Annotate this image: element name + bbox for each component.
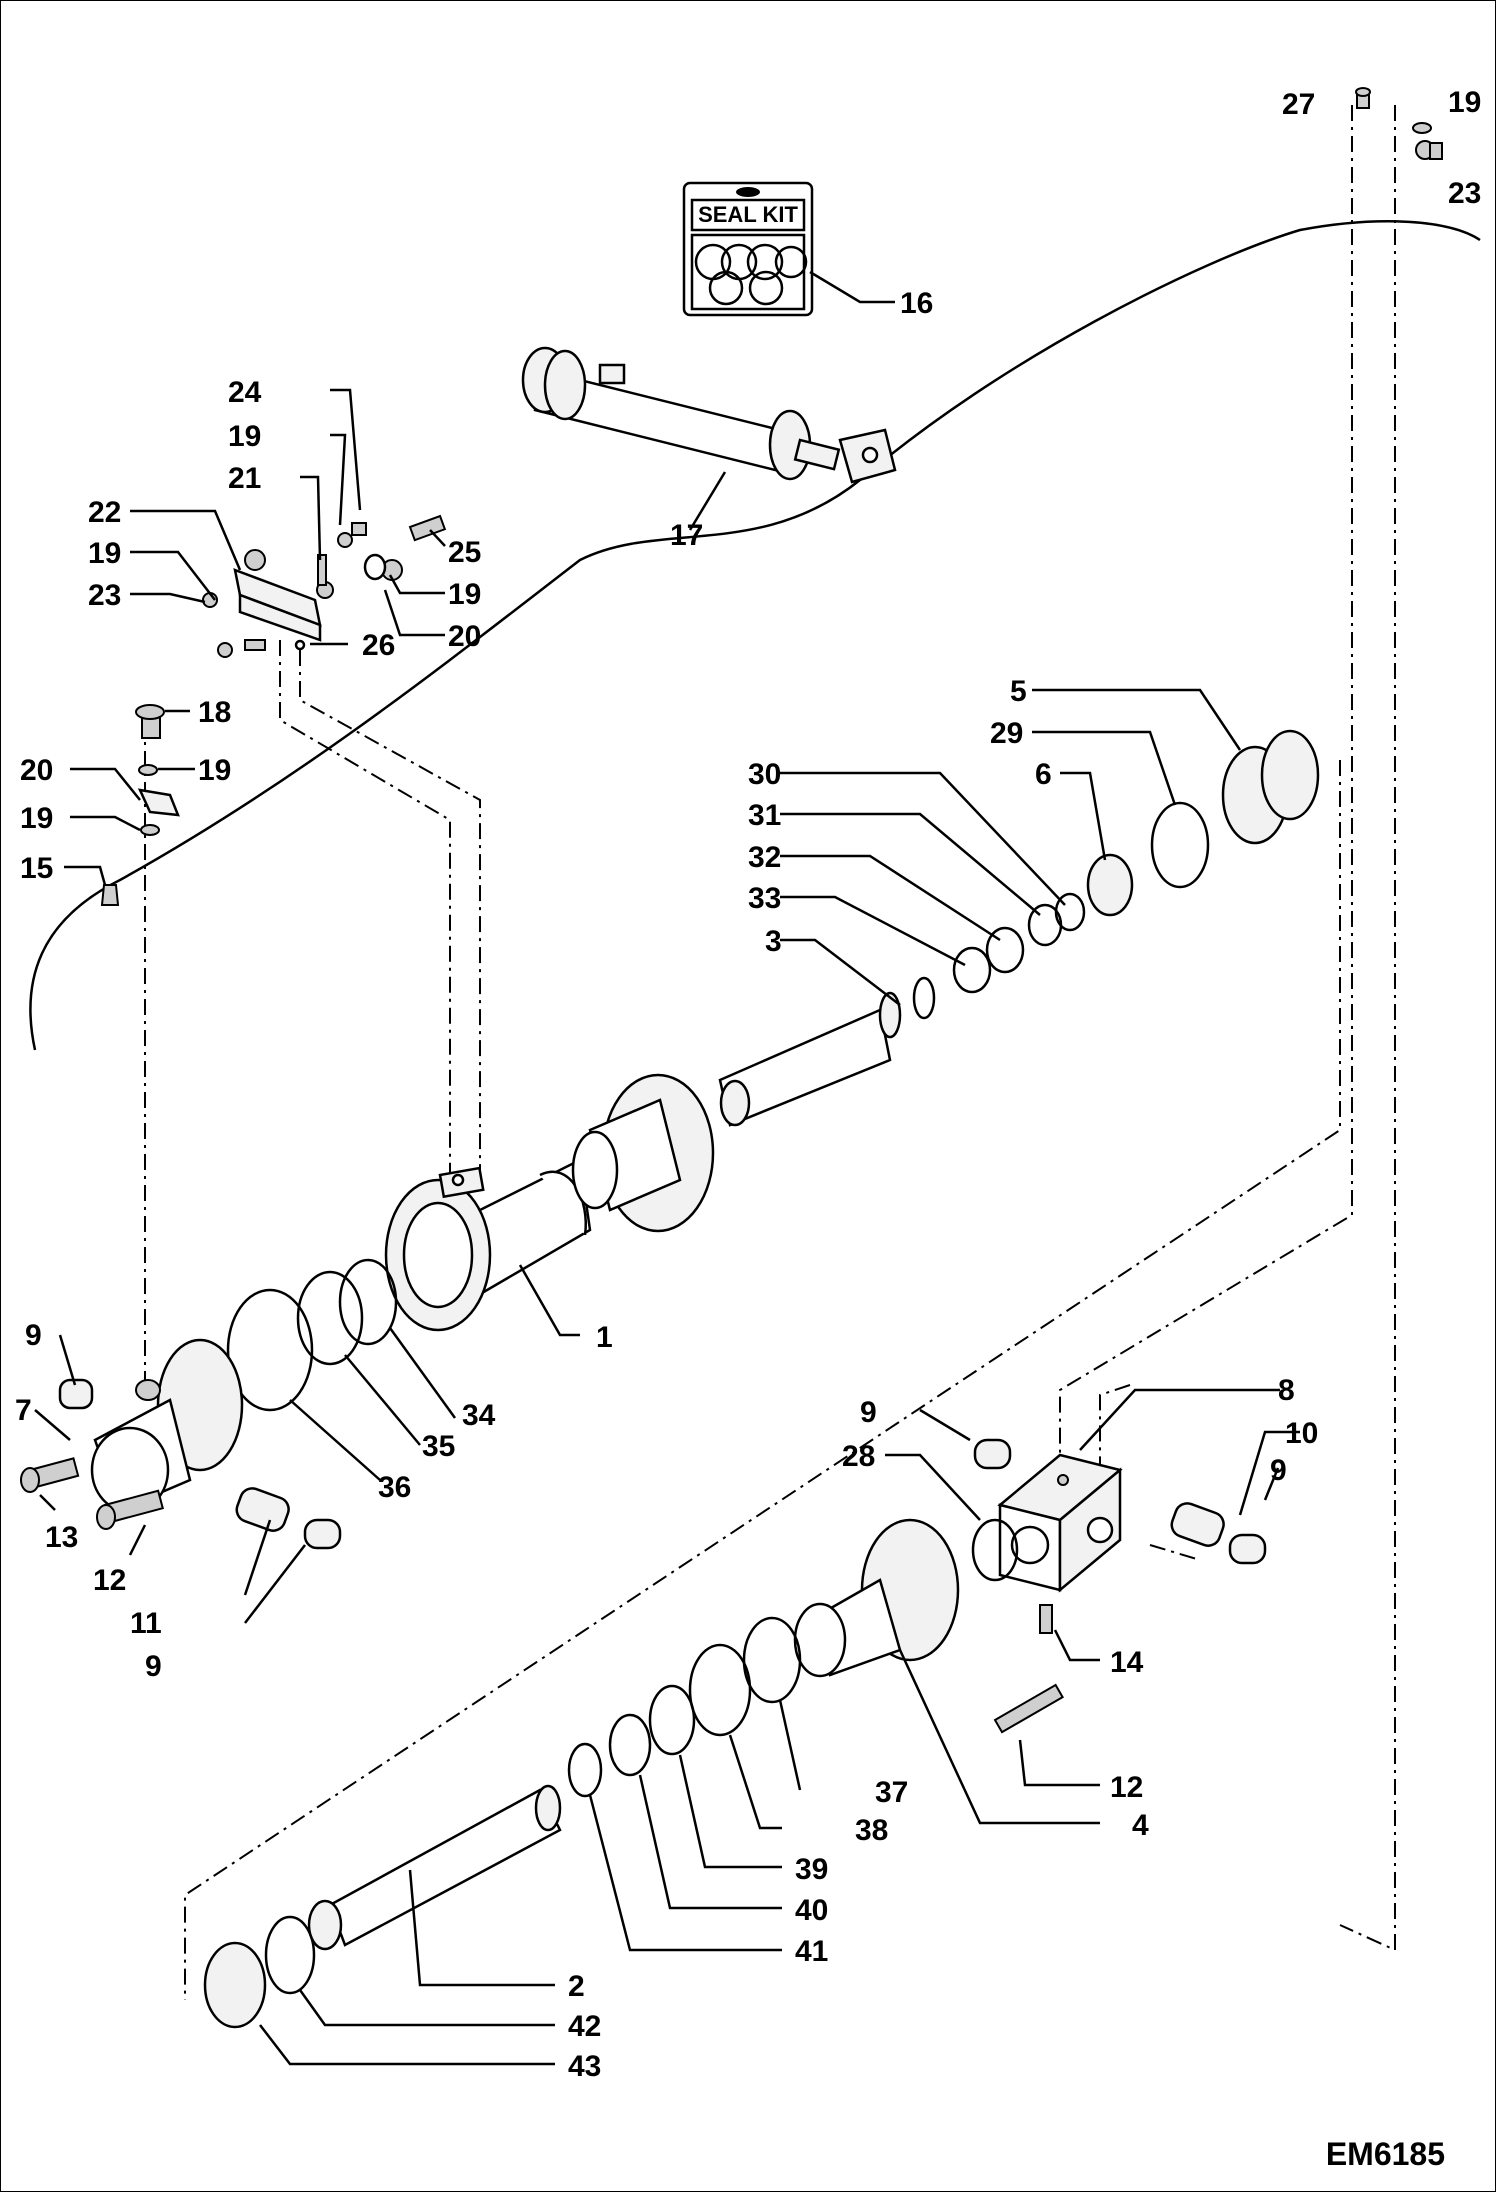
callout-8: 8 [1278,1374,1295,1407]
callout-19-a: 19 [228,420,261,453]
callout-23-b: 23 [1448,177,1481,210]
callout-9-b: 9 [145,1650,162,1683]
callout-19-b: 19 [88,537,121,570]
upper-rod [571,729,1320,1233]
callout-4: 4 [1132,1809,1149,1842]
callout-31: 31 [748,799,781,832]
callout-14: 14 [1110,1646,1144,1679]
callout-6: 6 [1035,758,1052,791]
callout-12-a: 12 [93,1564,126,1597]
callout-19-d: 19 [198,754,231,787]
callout-9-c: 9 [1270,1454,1287,1487]
callout-32: 32 [748,841,781,874]
seal-kit-box: SEAL KIT [682,181,814,317]
callout-24: 24 [228,376,262,409]
callout-9-a: 9 [25,1319,42,1352]
callout-36: 36 [378,1471,411,1504]
callout-37: 37 [875,1776,908,1809]
callout-5: 5 [1010,675,1027,708]
callout-29: 29 [990,717,1023,750]
callout-20-a: 20 [448,620,481,653]
leader-lines [34,270,1300,2066]
callout-28: 28 [842,1440,875,1473]
callout-22: 22 [88,496,121,529]
callout-26: 26 [362,629,395,662]
callout-13: 13 [45,1521,78,1554]
callout-42: 42 [568,2010,601,2043]
callout-25: 25 [448,536,481,569]
hose-line [29,220,1481,1051]
callout-41: 41 [795,1935,828,1968]
callout-12-b: 12 [1110,1771,1143,1804]
callout-30: 30 [748,758,781,791]
callout-2: 2 [568,1970,585,2003]
callout-15: 15 [20,852,53,885]
callout-20-b: 20 [20,754,53,787]
drawing-code: EM6185 [1326,2136,1445,2172]
callout-17: 17 [670,519,703,552]
trunnion-block [971,1438,1267,1734]
manifold-block [202,514,447,658]
callout-35: 35 [422,1430,455,1463]
callout-16: 16 [900,287,933,320]
callout-27: 27 [1282,88,1315,121]
callout-43: 43 [568,2050,601,2083]
callout-7: 7 [15,1394,32,1427]
callout-19-f: 19 [1448,86,1481,119]
callout-10: 10 [1285,1417,1318,1450]
callout-labels: 24 19 21 22 19 23 25 19 20 26 17 16 18 1… [15,86,1481,2083]
callout-19-c: 19 [448,578,481,611]
seal-kit-label: SEAL KIT [698,202,798,227]
callout-33: 33 [748,882,781,915]
callout-1: 1 [596,1321,613,1354]
callout-11: 11 [130,1607,162,1640]
top-right-fittings [1355,87,1443,160]
callout-40: 40 [795,1894,828,1927]
callout-3: 3 [765,925,782,958]
left-fittings [100,704,180,906]
callout-39: 39 [795,1853,828,1886]
callout-38: 38 [855,1814,888,1847]
lower-rod [203,1518,960,2029]
complete-cylinder-thumbnail [521,346,897,484]
callout-19-e: 19 [20,802,53,835]
barrel-rings [226,1258,398,1412]
callout-21: 21 [228,462,261,495]
callout-34: 34 [462,1399,496,1432]
callout-18: 18 [198,696,231,729]
callout-23-a: 23 [88,579,121,612]
barrel [384,1158,592,1332]
callout-9-d: 9 [860,1396,877,1429]
head-flange [20,1338,342,1550]
